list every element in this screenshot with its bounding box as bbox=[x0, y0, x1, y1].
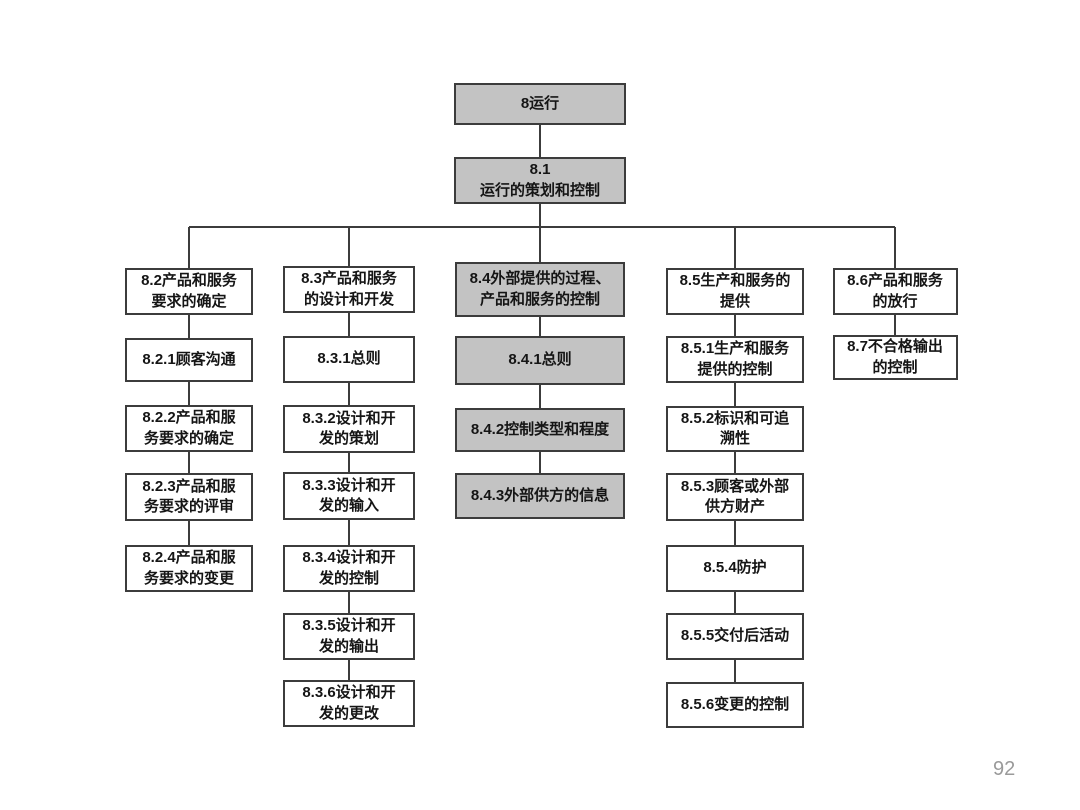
node-8-5-5: 8.5.5交付后活动 bbox=[666, 613, 804, 660]
node-8-6: 8.6产品和服务 的放行 bbox=[832, 268, 958, 315]
node-8-4-1: 8.4.1总则 bbox=[455, 336, 625, 385]
node-8-3-4: 8.3.4设计和开 发的控制 bbox=[283, 545, 415, 592]
node-8: 8运行 bbox=[454, 83, 626, 125]
node-8-5-2: 8.5.2标识和可追 溯性 bbox=[666, 406, 804, 452]
node-8-2-2: 8.2.2产品和服 务要求的确定 bbox=[125, 405, 253, 452]
node-8-3: 8.3产品和服务 的设计和开发 bbox=[283, 266, 415, 313]
node-8-7: 8.7不合格输出 的控制 bbox=[832, 335, 958, 380]
node-8-3-1: 8.3.1总则 bbox=[283, 336, 415, 383]
node-8-4: 8.4外部提供的过程、 产品和服务的控制 bbox=[455, 262, 625, 317]
node-8-1: 8.1 运行的策划和控制 bbox=[454, 157, 626, 204]
node-8-3-3: 8.3.3设计和开 发的输入 bbox=[283, 472, 415, 520]
node-8-4-3: 8.4.3外部供方的信息 bbox=[455, 473, 625, 519]
node-8-3-6: 8.3.6设计和开 发的更改 bbox=[283, 680, 415, 727]
node-8-5: 8.5生产和服务的 提供 bbox=[666, 268, 804, 315]
node-8-2-3: 8.2.3产品和服 务要求的评审 bbox=[125, 473, 253, 521]
node-8-3-5: 8.3.5设计和开 发的输出 bbox=[283, 613, 415, 660]
node-8-5-6: 8.5.6变更的控制 bbox=[666, 682, 804, 728]
node-8-2-1: 8.2.1顾客沟通 bbox=[125, 338, 253, 382]
node-8-3-2: 8.3.2设计和开 发的策划 bbox=[283, 405, 415, 453]
node-8-2: 8.2产品和服务 要求的确定 bbox=[125, 268, 253, 315]
node-8-5-4: 8.5.4防护 bbox=[666, 545, 804, 592]
page-number: 92 bbox=[993, 758, 1016, 780]
node-8-4-2: 8.4.2控制类型和程度 bbox=[455, 408, 625, 452]
node-8-5-1: 8.5.1生产和服务 提供的控制 bbox=[666, 336, 804, 383]
node-8-5-3: 8.5.3顾客或外部 供方财产 bbox=[666, 473, 804, 521]
node-8-2-4: 8.2.4产品和服 务要求的变更 bbox=[125, 545, 253, 592]
